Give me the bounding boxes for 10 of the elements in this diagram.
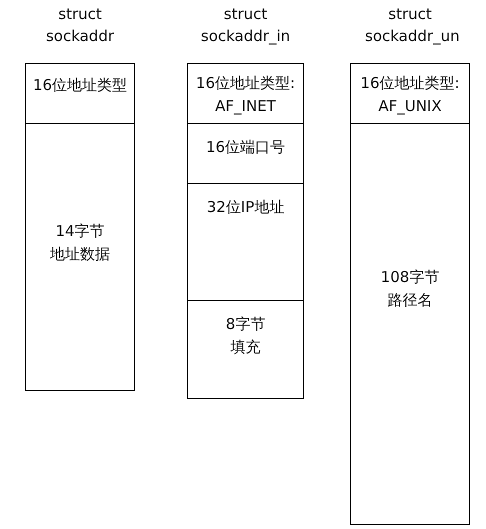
field-text: 16位地址类型 bbox=[32, 75, 128, 96]
field-text: 16位端口号 bbox=[204, 137, 286, 158]
struct-title: struct sockaddr_in bbox=[200, 4, 290, 47]
field-text: 8字节填充 bbox=[224, 314, 266, 358]
field-text: 14字节地址数据 bbox=[49, 221, 111, 265]
field-text: 108字节路径名 bbox=[380, 267, 440, 311]
field-text: 16位地址类型: AF_UNIX bbox=[359, 73, 461, 117]
struct-title: struct sockaddr bbox=[44, 4, 116, 47]
field-text: 16位地址类型: AF_INET bbox=[194, 73, 296, 117]
field-text: 32位IP地址 bbox=[206, 197, 286, 218]
